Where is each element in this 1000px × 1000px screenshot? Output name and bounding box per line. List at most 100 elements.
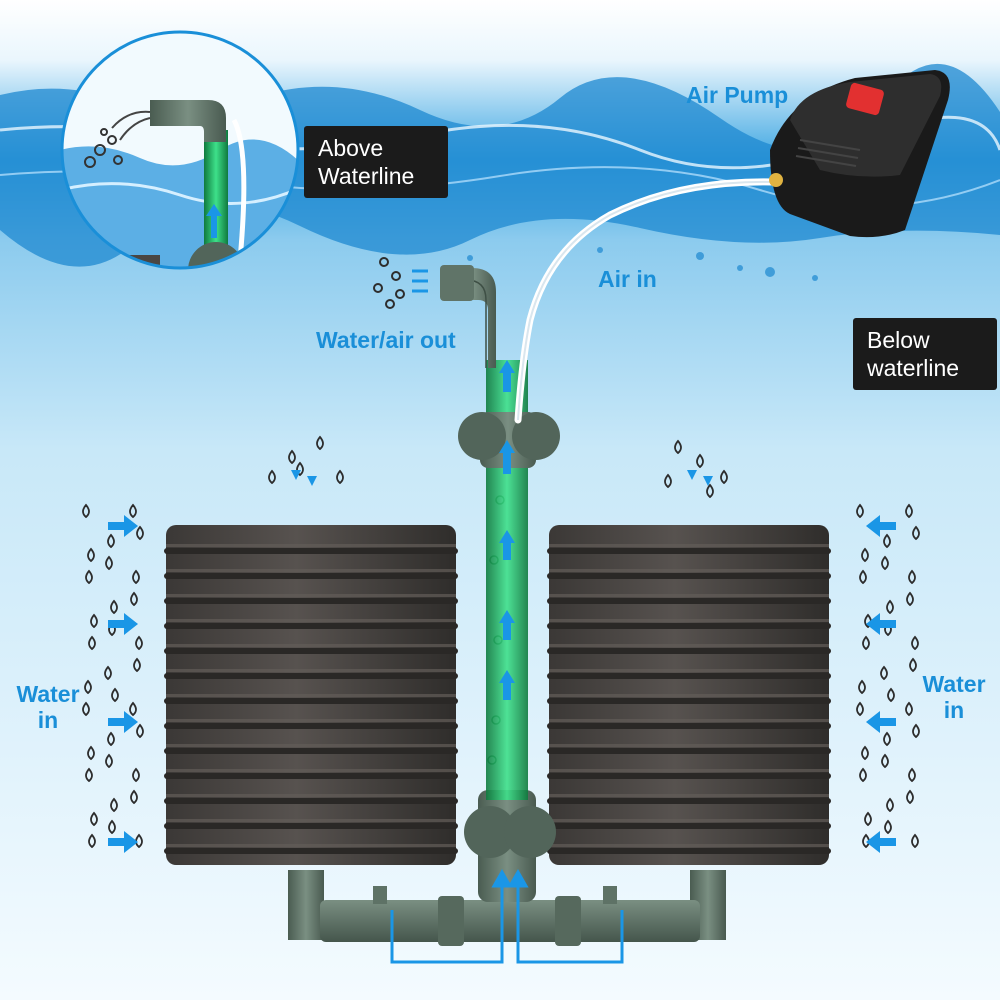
bubble: [105, 555, 113, 571]
above-waterline-callout: Above Waterline: [304, 126, 448, 198]
inflow-arrow: [108, 522, 126, 530]
bubble: [82, 503, 90, 519]
air-pump-label: Air Pump: [686, 82, 789, 108]
sponge-groove: [547, 723, 831, 729]
bubble: [85, 767, 93, 783]
sponge-groove: [164, 823, 458, 829]
sponge-groove: [547, 748, 831, 754]
sponge-groove: [547, 698, 831, 704]
air-pump: [769, 70, 950, 238]
bubble: [906, 591, 914, 607]
bubble: [130, 789, 138, 805]
bubble: [905, 503, 913, 519]
bubble: [82, 701, 90, 717]
sponge-groove: [547, 598, 831, 604]
sponge-groove: [547, 623, 831, 629]
bubble: [861, 547, 869, 563]
bubble: [881, 753, 889, 769]
bubble: [87, 547, 95, 563]
water-in-left-label: Water in: [16, 681, 80, 733]
sponge-groove: [164, 748, 458, 754]
bubble: [288, 449, 296, 465]
water-in-right-label: Water in: [922, 671, 986, 723]
sponge-groove: [164, 798, 458, 804]
bubble: [911, 635, 919, 651]
bubble: [90, 613, 98, 629]
bubble: [395, 289, 405, 299]
bubble: [107, 533, 115, 549]
bubble: [859, 569, 867, 585]
bubble: [391, 271, 401, 281]
bubble: [110, 797, 118, 813]
air-tube: [514, 178, 778, 424]
sponge-groove: [547, 648, 831, 654]
below-waterline-callout: Below waterline: [853, 318, 997, 390]
bubble: [905, 701, 913, 717]
inflow-arrow: [878, 838, 896, 846]
bubble: [856, 503, 864, 519]
bubble: [130, 591, 138, 607]
bubble: [883, 533, 891, 549]
sponge-groove: [547, 773, 831, 779]
bubble: [133, 657, 141, 673]
inflow-arrow: [108, 838, 126, 846]
bubble: [864, 811, 872, 827]
bubble: [110, 599, 118, 615]
water-air-out-label: Water/air out: [316, 327, 456, 353]
sponge-groove: [547, 573, 831, 579]
inflow-arrow: [108, 718, 126, 726]
sponge-groove: [547, 823, 831, 829]
bubble: [105, 753, 113, 769]
bubble: [316, 435, 324, 451]
flow-arrows: [108, 470, 896, 853]
bubble: [268, 469, 276, 485]
sponge-groove: [164, 673, 458, 679]
bubble: [87, 745, 95, 761]
bubble: [104, 665, 112, 681]
inflow-arrow: [878, 718, 896, 726]
bubble: [886, 797, 894, 813]
bubble: [862, 833, 870, 849]
bubble: [906, 789, 914, 805]
bubble: [664, 473, 672, 489]
sponge-groove: [164, 848, 458, 854]
sponge-groove: [164, 773, 458, 779]
pipe-assembly: [288, 265, 726, 946]
bubble: [908, 569, 916, 585]
bubble: [85, 569, 93, 585]
bubble: [862, 635, 870, 651]
bubble: [296, 461, 304, 477]
inflow-arrow: [108, 620, 126, 628]
bubble: [107, 731, 115, 747]
bubble: [108, 819, 116, 835]
bubble: [908, 767, 916, 783]
magnifier-inset: [60, 30, 300, 270]
bubble: [864, 613, 872, 629]
bubble: [129, 701, 137, 717]
water-droplets: [467, 247, 818, 281]
bubble: [911, 833, 919, 849]
bubble: [136, 525, 144, 541]
right-sponge: [547, 525, 831, 865]
bubble: [674, 439, 682, 455]
bubble: [135, 635, 143, 651]
bubble: [90, 811, 98, 827]
sponge-groove: [164, 723, 458, 729]
bubble: [111, 687, 119, 703]
tube-flow: [412, 269, 515, 700]
bubble: [887, 687, 895, 703]
bubble: [856, 701, 864, 717]
bubble: [132, 569, 140, 585]
sponge-groove: [547, 848, 831, 854]
sponge-groove: [164, 598, 458, 604]
inflow-arrow: [291, 470, 301, 480]
bubble: [696, 453, 704, 469]
bubble: [336, 469, 344, 485]
bubble: [385, 299, 395, 309]
bubble: [912, 723, 920, 739]
sponge-groove: [164, 548, 458, 554]
bubble: [136, 723, 144, 739]
bubble: [912, 525, 920, 541]
bubble: [858, 679, 866, 695]
